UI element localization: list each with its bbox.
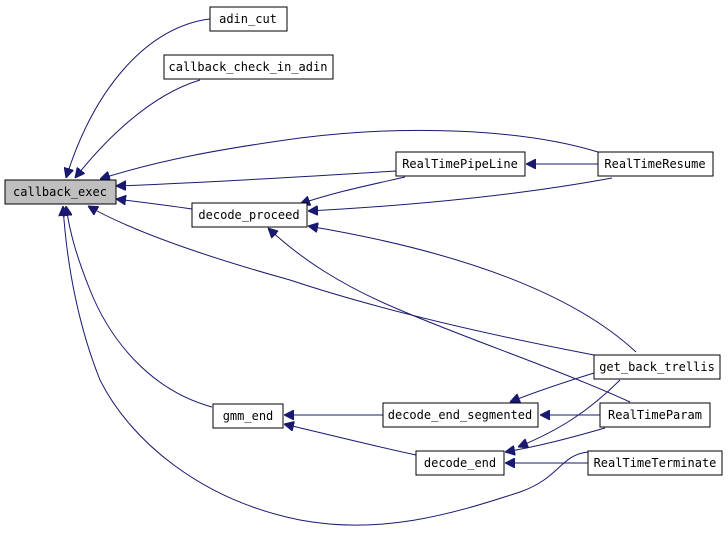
node-label: RealTimeParam xyxy=(608,408,702,422)
edge-RealTimeTerminate-to-callback_exec xyxy=(63,206,589,526)
node-adin_cut[interactable]: adin_cut xyxy=(209,6,288,32)
edges-layer xyxy=(63,18,637,526)
edge-decode_proceed-to-callback_exec xyxy=(116,199,193,210)
node-decode_end[interactable]: decode_end xyxy=(415,450,505,476)
node-label: decode_end xyxy=(424,456,496,470)
edge-RealTimeParam-to-decode_proceed xyxy=(268,228,631,403)
edge-RealTimeResume-to-decode_proceed xyxy=(308,177,613,211)
node-RealTimeResume[interactable]: RealTimeResume xyxy=(597,151,714,177)
node-label: adin_cut xyxy=(219,12,277,26)
node-RealTimeParam[interactable]: RealTimeParam xyxy=(599,402,711,428)
edge-RealTimeResume-to-callback_exec xyxy=(100,129,599,179)
edge-get_back_trellis-to-decode_end_segmented xyxy=(510,372,595,402)
edge-decode_end-to-gmm_end xyxy=(284,424,417,456)
node-gmm_end[interactable]: gmm_end xyxy=(212,403,284,429)
edge-callback_check_in_adin-to-callback_exec xyxy=(75,79,201,178)
edge-get_back_trellis-to-decode_proceed xyxy=(308,226,637,353)
node-label: callback_check_in_adin xyxy=(169,60,328,74)
edge-gmm_end-to-callback_exec xyxy=(66,206,213,408)
node-label: get_back_trellis xyxy=(599,360,715,374)
node-label: callback_exec xyxy=(13,185,107,199)
node-label: RealTimePipeLine xyxy=(402,157,518,171)
node-RealTimePipeLine[interactable]: RealTimePipeLine xyxy=(395,151,526,177)
node-label: RealTimeResume xyxy=(604,157,705,171)
node-callback_check_in_adin[interactable]: callback_check_in_adin xyxy=(163,54,334,80)
edge-get_back_trellis-to-decode_end xyxy=(518,379,621,447)
edge-get_back_trellis-to-callback_exec xyxy=(88,206,595,356)
nodes-layer: callback_exec adin_cut callback_check_in… xyxy=(4,6,723,476)
edge-RealTimePipeLine-to-callback_exec xyxy=(116,170,397,186)
node-decode_proceed[interactable]: decode_proceed xyxy=(191,202,308,228)
node-callback_exec[interactable]: callback_exec xyxy=(4,179,117,205)
node-label: decode_proceed xyxy=(198,208,299,222)
node-RealTimeTerminate[interactable]: RealTimeTerminate xyxy=(587,450,723,476)
edge-adin_cut-to-callback_exec xyxy=(66,18,211,178)
node-get_back_trellis[interactable]: get_back_trellis xyxy=(593,354,721,380)
edge-RealTimeParam-to-decode_end xyxy=(505,427,606,452)
node-label: RealTimeTerminate xyxy=(594,456,717,470)
node-label: decode_end_segmented xyxy=(388,408,533,422)
node-decode_end_segmented[interactable]: decode_end_segmented xyxy=(382,402,539,428)
node-label: gmm_end xyxy=(223,409,274,423)
edge-RealTimePipeLine-to-decode_proceed xyxy=(300,176,406,204)
